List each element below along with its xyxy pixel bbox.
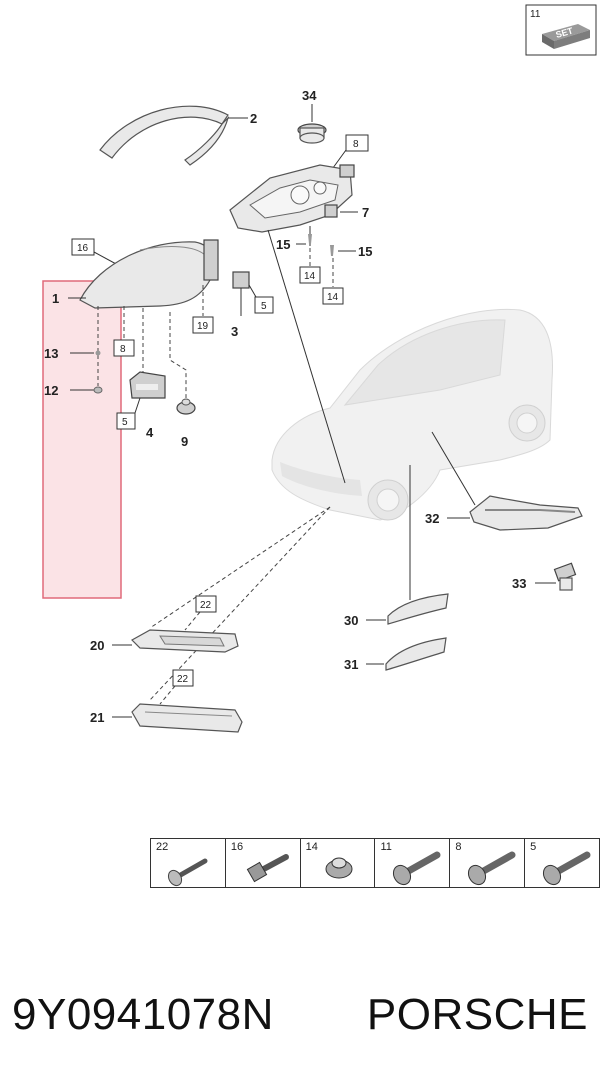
parts-diagram: 11 SET 2 34 8 7 15 15 bbox=[42, 4, 597, 733]
ref-box-16: 16 bbox=[77, 243, 89, 254]
ref-box-19: 19 bbox=[197, 321, 209, 332]
callout-21: 21 bbox=[90, 710, 104, 725]
set-box-number: 11 bbox=[530, 9, 541, 20]
grommet-part bbox=[176, 398, 196, 415]
ref-box-22b: 22 bbox=[177, 674, 189, 685]
callout-15a: 15 bbox=[276, 237, 290, 252]
fastener-number: 14 bbox=[305, 841, 318, 853]
mirror-indicator-part bbox=[469, 495, 583, 531]
fastener-cell-22: 22 bbox=[151, 839, 226, 887]
callout-15b: 15 bbox=[358, 244, 372, 259]
callout-4: 4 bbox=[146, 425, 154, 440]
callout-7: 7 bbox=[362, 205, 369, 220]
callout-20: 20 bbox=[90, 638, 104, 653]
torx-bolt-icon bbox=[543, 851, 591, 886]
cap-part bbox=[297, 123, 327, 144]
torx-bolt-icon bbox=[468, 851, 516, 886]
ref-box-5a: 5 bbox=[122, 417, 128, 428]
ref-box-14b: 14 bbox=[327, 292, 339, 303]
set-block-icon: SET bbox=[542, 24, 590, 49]
footer: 9Y0941078N PORSCHE bbox=[0, 980, 600, 1050]
callout-12: 12 bbox=[44, 383, 58, 398]
fog-light-20-part bbox=[131, 629, 239, 653]
part-number: 9Y0941078N bbox=[12, 990, 274, 1039]
callout-1: 1 bbox=[52, 291, 59, 306]
ref-box-8b: 8 bbox=[120, 344, 126, 355]
brand-name: PORSCHE bbox=[366, 990, 588, 1039]
side-marker-30-part bbox=[387, 593, 449, 625]
fastener-number: 11 bbox=[380, 841, 392, 853]
set-block-text: SET bbox=[555, 25, 575, 40]
highlight-region bbox=[42, 280, 122, 599]
set-box: 11 SET bbox=[525, 4, 597, 56]
fastener-cell-8: 8 bbox=[450, 839, 526, 887]
callout-9: 9 bbox=[181, 434, 188, 449]
fog-light-21-part bbox=[131, 703, 243, 733]
fastener-cell-14: 14 bbox=[301, 839, 376, 887]
headlight-housing-part bbox=[229, 164, 355, 233]
fastener-number: 5 bbox=[530, 841, 537, 853]
vehicle-silhouette bbox=[271, 308, 554, 521]
clip-nut-icon bbox=[325, 857, 353, 879]
ref-box-8a: 8 bbox=[353, 139, 359, 150]
headlight-lens-part bbox=[79, 239, 219, 309]
callout-3: 3 bbox=[231, 324, 238, 339]
ref-box-22a: 22 bbox=[200, 600, 212, 611]
callout-31: 31 bbox=[344, 657, 358, 672]
callout-13: 13 bbox=[44, 346, 58, 361]
fastener-number: 16 bbox=[230, 841, 244, 853]
flange-bolt-icon bbox=[246, 854, 289, 883]
bulb-socket-part bbox=[553, 562, 577, 591]
torx-bolt-icon bbox=[393, 851, 441, 886]
trim-strip-part bbox=[99, 105, 229, 159]
fastener-number: 22 bbox=[156, 841, 169, 853]
fastener-number: 8 bbox=[455, 841, 462, 853]
callout-33: 33 bbox=[512, 576, 526, 591]
ref-box-14a: 14 bbox=[304, 271, 316, 282]
fastener-cell-11: 11 bbox=[375, 839, 451, 887]
fastener-reference-strip: 22 16 14 11 8 5 bbox=[150, 838, 600, 888]
fastener-cell-5: 5 bbox=[525, 839, 599, 887]
control-module-part bbox=[129, 371, 166, 399]
callout-34: 34 bbox=[302, 88, 317, 103]
connector-part bbox=[232, 271, 250, 289]
ref-box-5b: 5 bbox=[261, 301, 267, 312]
callout-2: 2 bbox=[250, 111, 257, 126]
fastener-cell-16: 16 bbox=[226, 839, 301, 887]
side-marker-31-part bbox=[385, 637, 447, 671]
callout-32: 32 bbox=[425, 511, 439, 526]
callout-30: 30 bbox=[344, 613, 358, 628]
bolt-icon bbox=[167, 858, 208, 887]
